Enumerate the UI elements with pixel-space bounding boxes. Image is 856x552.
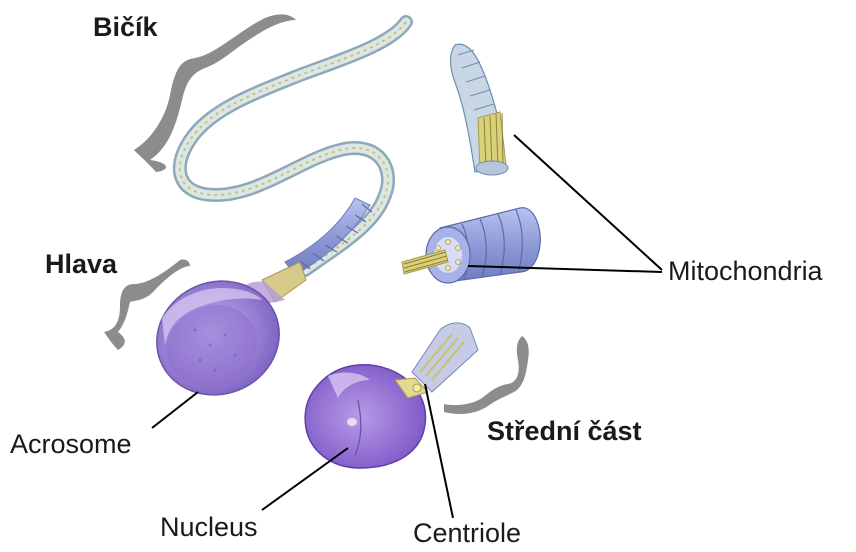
mitochondria-label: Mitochondria: [668, 258, 823, 285]
centriole-leader: [425, 384, 453, 518]
midpiece-label: Střední část: [487, 418, 642, 445]
main-midpiece: [238, 198, 372, 304]
centriole-label: Centriole: [413, 520, 521, 547]
head-cutaway: [305, 323, 478, 468]
midpiece-cutaway: [402, 208, 540, 283]
tail-cutaway: [451, 44, 508, 175]
flagellum-label: Bičík: [93, 14, 158, 41]
head-label: Hlava: [45, 251, 117, 278]
nucleus-leader: [262, 448, 348, 510]
acrosome-label: Acrosome: [10, 431, 132, 458]
acrosome-leader: [152, 392, 198, 428]
nucleus-label: Nucleus: [160, 514, 258, 541]
